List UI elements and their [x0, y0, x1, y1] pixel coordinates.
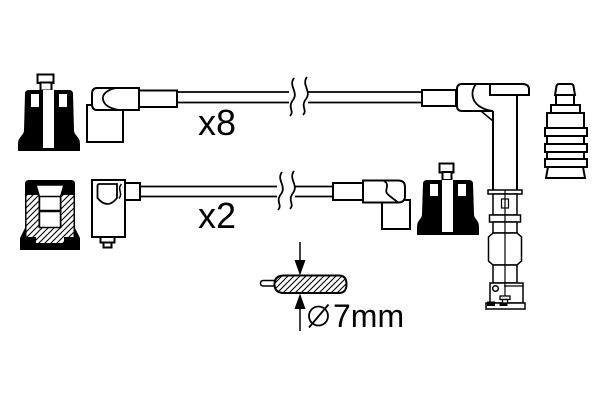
connector-boot-square [381, 199, 411, 230]
ribbed-boot-ring-3 [544, 158, 588, 168]
connector-ferrule [332, 182, 364, 201]
foot-dark-detail-left [487, 301, 495, 306]
connector-socket-line [96, 183, 118, 205]
diameter-symbol-circle [308, 305, 329, 327]
cable-diameter-callout: 7mm [259, 242, 404, 334]
foot-dark-detail-center [499, 302, 508, 306]
cross-section-wall-hatch-right [61, 195, 74, 237]
connector-top-bar [489, 83, 530, 96]
cross-section-wall-hatch-left [26, 195, 39, 237]
boot-notch-right [458, 184, 466, 196]
diameter-symbol [308, 303, 330, 329]
ribbed-boot-dome [553, 83, 577, 96]
angle-connector-x8-left [86, 87, 178, 143]
boot-cross-section-icon [20, 180, 80, 250]
ribbed-boot-band-2 [546, 112, 585, 129]
connector-ferrule [138, 89, 178, 108]
ribbed-boot-ring-1 [544, 127, 588, 137]
ribbed-boot-outline-icon [544, 83, 588, 179]
cable-lines [140, 185, 333, 198]
arrow-up-icon [294, 293, 306, 309]
ribbed-boot-ring-2 [544, 143, 588, 153]
angle-connector-x2-left [91, 179, 141, 249]
body-edge-line [480, 110, 494, 122]
connector-nipple-tip [102, 241, 113, 249]
cable-x8 [177, 76, 442, 117]
boot-terminal-neck [39, 81, 53, 92]
cable-bend-line [118, 183, 123, 199]
break-squiggle-right [289, 170, 296, 210]
quantity-label-x2: x2 [198, 195, 236, 236]
connector-body [362, 179, 406, 204]
spark-plug-boot-silhouette-top-left-icon [18, 73, 80, 151]
boot-terminal-neck [441, 171, 453, 181]
shaft-tube [492, 95, 518, 190]
cross-section-bottom-hatch [36, 228, 64, 243]
connector-body [456, 83, 492, 112]
cable-lines [177, 91, 442, 104]
cross-section-funnel [35, 184, 65, 198]
boot-notch-right [59, 94, 67, 107]
cable-bend-line [101, 87, 120, 111]
ribbed-boot-band-1 [550, 104, 581, 114]
ribbed-boot-base [544, 166, 587, 179]
cable-x2 [140, 170, 333, 211]
cable-cross-section-hatched [273, 274, 348, 294]
connector-ferrule [421, 89, 457, 107]
angle-connector-x8-right [421, 83, 530, 310]
cross-section-cavity-2 [38, 210, 62, 229]
boot-center-slot [442, 180, 453, 232]
break-squiggle-left [277, 171, 284, 211]
break-squiggle-right [302, 76, 309, 116]
cable-core-wire [259, 279, 277, 287]
foot-terminal-tip [501, 298, 509, 304]
connector-body [91, 87, 140, 111]
angle-connector-x2-right [332, 179, 411, 230]
ribbed-boot-band-3 [546, 135, 585, 145]
ribbed-boot-neck [555, 94, 575, 106]
arrow-down-icon [294, 260, 306, 276]
cross-section-cavity-1 [38, 195, 62, 212]
ribbed-boot-band-4 [546, 151, 585, 160]
spark-plug-boot-silhouette-middle-right-icon [417, 162, 479, 235]
cable-bend-line [383, 180, 399, 203]
diameter-value-label: 7mm [333, 298, 404, 334]
cable-bend-line [471, 83, 494, 112]
boot-notch-left [31, 94, 39, 107]
connector-ferrule [124, 182, 141, 201]
foot-screw-circle [491, 284, 500, 293]
boot-notch-left [430, 184, 438, 196]
connector-boot-square [86, 104, 124, 143]
boot-center-slot [43, 90, 54, 148]
diameter-symbol-slash [308, 303, 330, 329]
quantity-label-x8: x8 [198, 102, 236, 143]
break-squiggle-left [289, 77, 296, 117]
